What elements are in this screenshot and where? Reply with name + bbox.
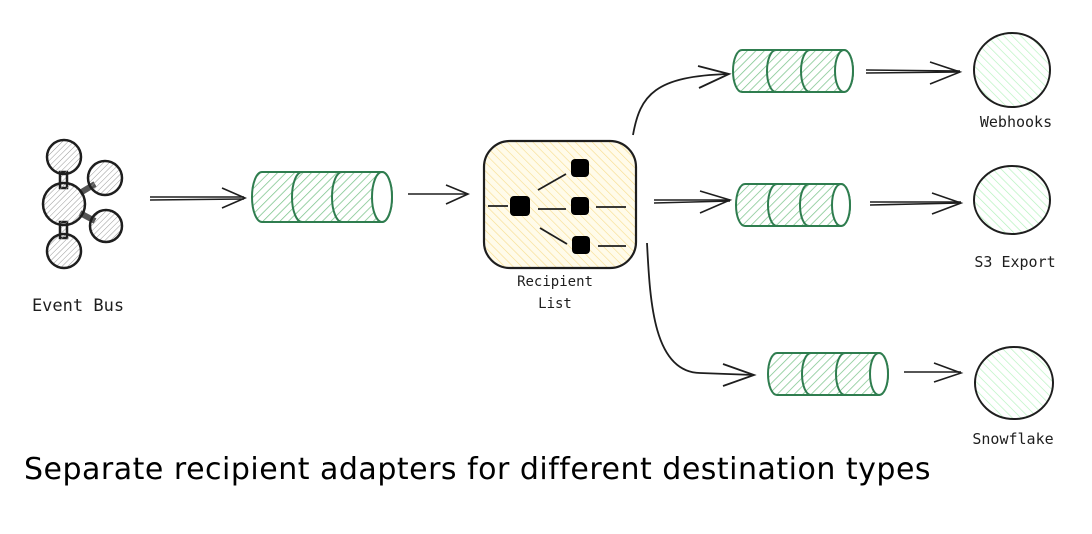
hub-node-right-top (86, 159, 124, 197)
arrow-router-to-webhooks-queue (632, 65, 732, 136)
router-node-output-1 (571, 159, 589, 177)
router-node-output-3 (572, 236, 590, 254)
event-bus-label: Event Bus (31, 296, 125, 316)
arrow-router-to-snowflake-queue (646, 242, 757, 387)
recipient-list-router (482, 139, 638, 270)
webhooks-queue (732, 49, 854, 93)
arrow-to-webhooks (865, 61, 963, 85)
s3-export-label: S3 Export (974, 253, 1056, 271)
recipient-list-label-line2: List (538, 296, 572, 312)
hub-node-top (45, 138, 83, 176)
diagram-caption: Separate recipient adapters for differen… (24, 452, 932, 487)
arrow-bus-to-queue (149, 187, 248, 209)
router-node-source (510, 196, 530, 216)
hub-node-bottom (45, 232, 83, 270)
main-queue (251, 171, 393, 223)
s3-export-queue (735, 183, 851, 227)
hub-node-center (41, 181, 87, 227)
arrow-router-to-s3-queue (653, 190, 733, 214)
hub-node-right-bottom (88, 208, 124, 244)
webhooks-label: Webhooks (979, 113, 1053, 131)
router-node-output-2 (571, 197, 589, 215)
snowflake-label: Snowflake (972, 430, 1054, 448)
arrow-to-s3-export (869, 192, 964, 215)
webhooks-destination (973, 32, 1051, 108)
arrow-queue-to-router (408, 184, 471, 205)
recipient-list-label-line1: Recipient (517, 274, 593, 290)
snowflake-destination (974, 346, 1054, 420)
s3-export-destination (973, 165, 1051, 235)
event-bus-icon (41, 138, 124, 270)
snowflake-queue (767, 352, 889, 396)
arrow-to-snowflake (904, 362, 964, 383)
